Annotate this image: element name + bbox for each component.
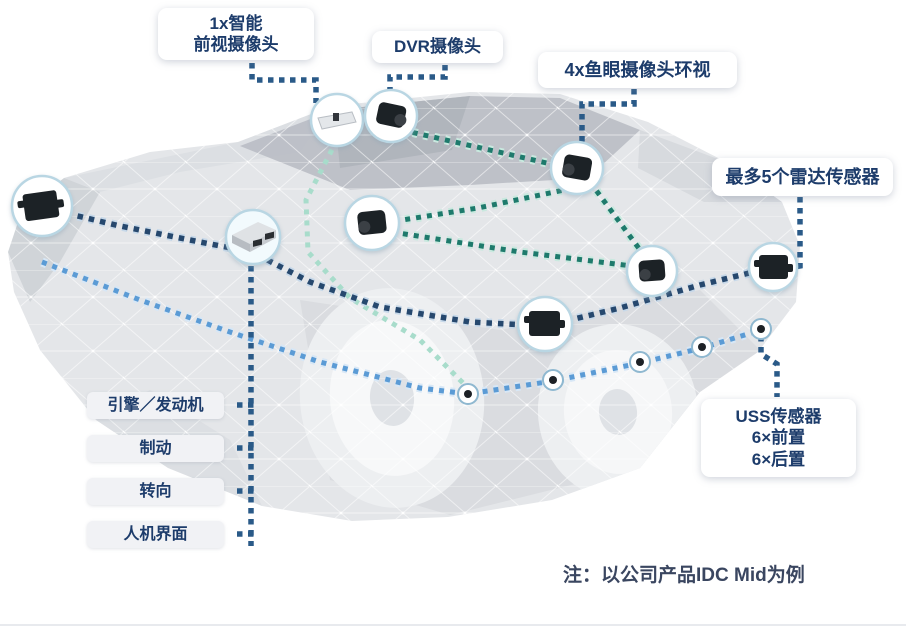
front-radar-marker bbox=[10, 174, 74, 238]
camera-line-teal bbox=[391, 125, 650, 272]
callout-hmi-text: 人机界面 bbox=[123, 525, 188, 543]
uss-dot bbox=[750, 318, 772, 340]
callout-brake: 制动 bbox=[87, 435, 224, 462]
dvr-camera-marker bbox=[363, 88, 419, 144]
callout-dvr-camera: DVR摄像头 bbox=[372, 31, 503, 63]
callout-uss-line1: USS传感器 bbox=[735, 407, 822, 427]
dvr-camera-icon bbox=[376, 102, 407, 128]
uss-sensor-dots bbox=[457, 318, 772, 405]
callout-front-camera: 1x智能 前视摄像头 bbox=[158, 8, 314, 60]
footnote: 注：以公司产品IDC Mid为例 bbox=[563, 565, 805, 586]
callout-fisheye-cameras: 4x鱼眼摄像头环视 bbox=[538, 52, 737, 88]
radar-sensor-icon bbox=[524, 311, 565, 336]
callout-front-camera-line2: 前视摄像头 bbox=[193, 35, 279, 54]
radar-sensor-icon bbox=[17, 190, 65, 221]
sensor-markers bbox=[10, 88, 799, 405]
front-camera-icon bbox=[317, 111, 357, 130]
uss-line bbox=[40, 257, 763, 399]
fisheye-rear-left-marker bbox=[549, 140, 605, 196]
radar-line bbox=[42, 203, 772, 331]
radar-sensor-icon bbox=[754, 255, 793, 279]
fisheye-rear-marker bbox=[625, 244, 679, 298]
callout-brake-text: 制动 bbox=[139, 439, 172, 457]
callout-hmi: 人机界面 bbox=[87, 521, 224, 548]
callout-steering: 转向 bbox=[87, 478, 224, 505]
ecu-icon bbox=[232, 222, 276, 252]
camera-line-mint bbox=[303, 138, 466, 386]
callout-steering-text: 转向 bbox=[139, 482, 172, 500]
fisheye-camera-icon bbox=[562, 154, 593, 181]
callout-engine: 引擎／发动机 bbox=[87, 392, 224, 419]
fisheye-camera-icon bbox=[357, 210, 387, 235]
callout-uss-sensors: USS传感器 6×前置 6×后置 bbox=[701, 399, 856, 477]
callout-dvr-camera-text: DVR摄像头 bbox=[394, 37, 481, 57]
uss-dot bbox=[629, 351, 651, 373]
ecu-marker bbox=[224, 208, 282, 266]
front-camera-marker bbox=[309, 92, 365, 148]
callout-fisheye-text: 4x鱼眼摄像头环视 bbox=[564, 59, 711, 80]
callout-radar-text: 最多5个雷达传感器 bbox=[725, 166, 880, 187]
callout-engine-text: 引擎／发动机 bbox=[107, 396, 204, 414]
fisheye-left-marker bbox=[343, 194, 401, 252]
rear-radar-marker bbox=[747, 241, 799, 293]
label-connectors bbox=[237, 63, 803, 546]
fisheye-camera-icon bbox=[638, 259, 666, 282]
callout-radar-sensors: 最多5个雷达传感器 bbox=[712, 158, 893, 196]
callout-uss-line3: 6×后置 bbox=[751, 449, 806, 469]
sensor-network-lines bbox=[40, 63, 803, 546]
uss-dot bbox=[691, 336, 713, 358]
callout-front-camera-line1: 1x智能 bbox=[209, 13, 263, 33]
callout-uss-line2: 6×前置 bbox=[751, 428, 806, 448]
uss-dot bbox=[457, 383, 479, 405]
uss-dot bbox=[542, 369, 564, 391]
side-radar-marker bbox=[516, 295, 574, 353]
